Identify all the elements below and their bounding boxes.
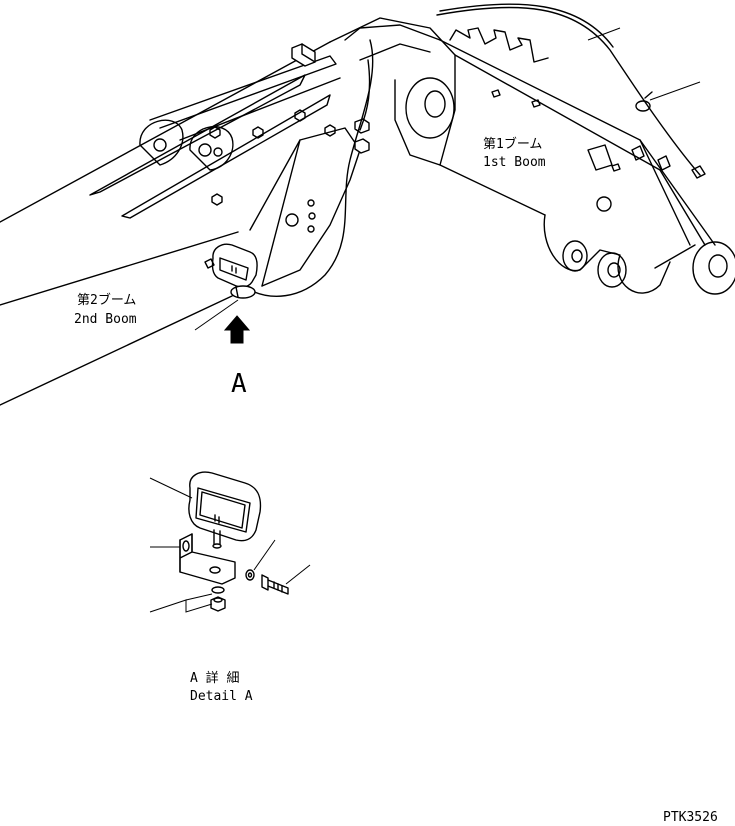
lamp-wiring: [249, 3, 706, 297]
second-boom-label-jp: 第2ブーム: [77, 292, 136, 308]
detail-lamp: [188, 471, 262, 549]
second-boom: [0, 41, 361, 406]
detail-a-view: [149, 471, 311, 613]
first-boom-label-jp: 第1ブーム: [483, 136, 542, 152]
first-boom-label-en: 1st Boom: [483, 155, 546, 170]
drawing-code: PTK3526: [663, 810, 718, 825]
detail-nut: [210, 586, 226, 612]
view-letter: A: [231, 369, 247, 399]
detail-label-en: Detail A: [190, 689, 253, 704]
work-lamp-on-boom: [204, 243, 258, 299]
second-boom-label-en: 2nd Boom: [74, 312, 137, 327]
view-arrow: [223, 315, 251, 344]
leader-lines-main: [194, 27, 701, 331]
detail-bracket: [179, 533, 236, 585]
detail-bolt: [245, 569, 289, 595]
detail-label-jp: A 詳 細: [190, 670, 239, 686]
